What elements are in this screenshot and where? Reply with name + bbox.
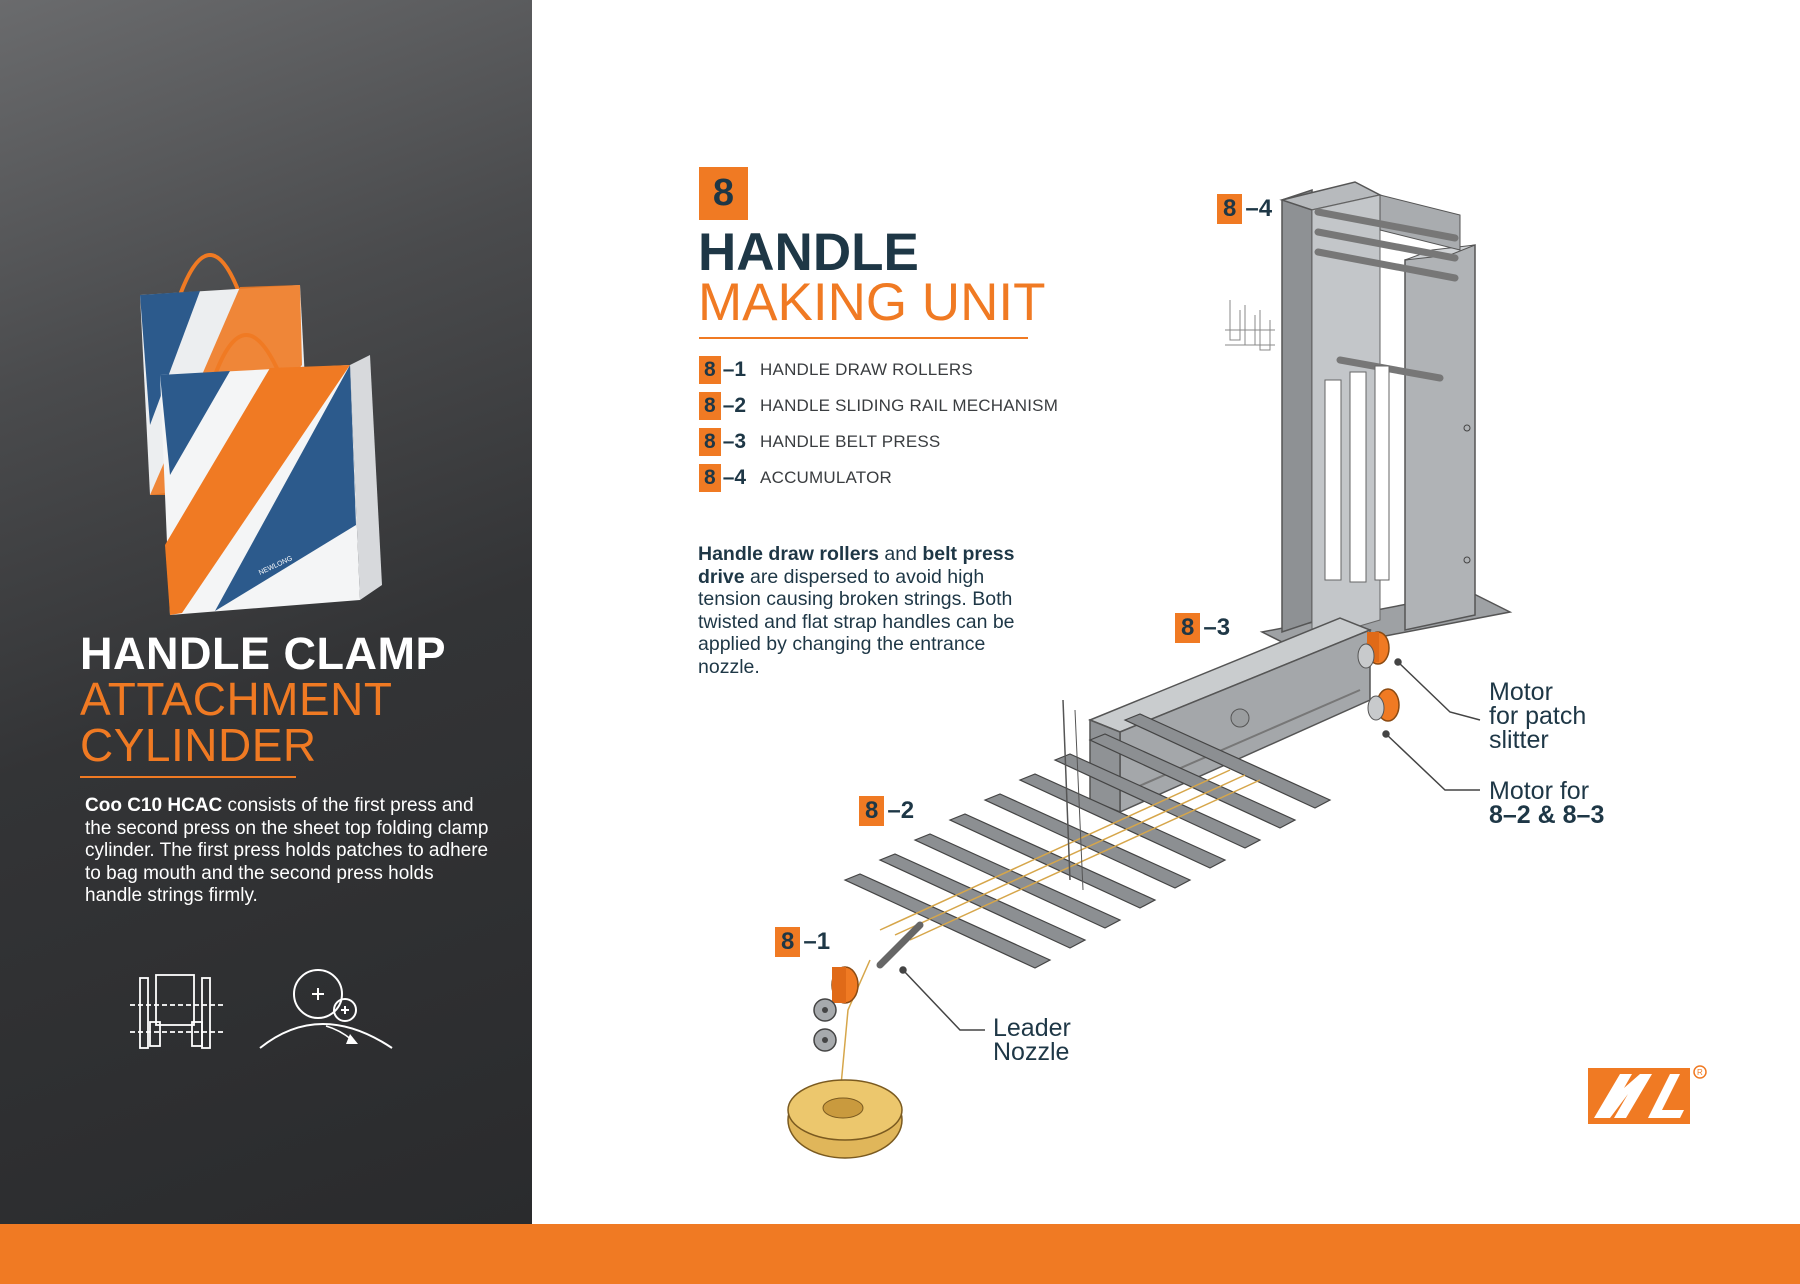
desc-bold-1: Handle draw rollers: [698, 543, 879, 565]
footer-bar: [0, 1224, 1800, 1284]
handle-strings: [834, 769, 1261, 1151]
callout-8-4: 8–4: [1217, 194, 1272, 224]
desc-bold-2: belt press drive: [698, 543, 1015, 588]
shopping-bag-illustration: NEWLONG: [140, 253, 382, 615]
callout-sub: –3: [1203, 614, 1231, 641]
callout-8-3: 8–3: [1175, 613, 1230, 643]
motor-icon: [1357, 631, 1390, 669]
annot-line: for patch: [1489, 702, 1587, 730]
part-code-sub: –4: [722, 466, 747, 489]
list-item: 8–4 ACCUMULATOR: [699, 460, 1058, 496]
callout-num: 8: [1175, 613, 1201, 643]
motor-icon: [1367, 688, 1400, 722]
callout-num: 8: [859, 796, 885, 826]
part-label: HANDLE BELT PRESS: [760, 432, 941, 451]
part-label: HANDLE SLIDING RAIL MECHANISM: [760, 396, 1059, 415]
part-code-num: 8: [699, 392, 721, 420]
callout-num: 8: [775, 927, 801, 957]
leader-lines: [899, 658, 1481, 1031]
section-title-line2: MAKING UNIT: [698, 273, 1046, 332]
press-roller-icon: [259, 969, 393, 1049]
annotation-motor-for: Motor for 8–2 & 8–3: [1489, 777, 1605, 829]
part-code-num: 8: [699, 356, 721, 384]
left-panel: [0, 0, 532, 1224]
callout-sub: –2: [887, 797, 915, 824]
left-title-line1: HANDLE CLAMP: [80, 628, 446, 679]
svg-text:R: R: [1697, 1068, 1703, 1077]
annot-line: slitter: [1489, 726, 1549, 754]
clamp-cylinder-icon: [130, 974, 226, 1049]
section-title: HANDLE MAKING UNIT: [698, 223, 1046, 332]
part-label: ACCUMULATOR: [760, 468, 892, 487]
part-code-sub: –1: [722, 358, 747, 381]
section-divider: [699, 337, 1028, 339]
part-code-num: 8: [699, 428, 721, 456]
section-title-line1: HANDLE: [698, 223, 919, 282]
brand-logo: R: [1588, 1065, 1707, 1124]
part-code: 8–2: [699, 392, 746, 420]
left-desc-text: consists of the first press and the seco…: [85, 795, 489, 906]
list-item: 8–1 HANDLE DRAW ROLLERS: [699, 352, 1058, 388]
callout-num: 8: [1217, 194, 1243, 224]
list-item: 8–2 HANDLE SLIDING RAIL MECHANISM: [699, 388, 1058, 424]
cylinder-icons: [130, 969, 393, 1049]
draw-rollers-illustration: [787, 921, 924, 1159]
left-title-line2: ATTACHMENT: [80, 673, 393, 725]
annotation-leader-nozzle: Leader Nozzle: [993, 1014, 1071, 1066]
parts-list: 8–1 HANDLE DRAW ROLLERS 8–2 HANDLE SLIDI…: [699, 352, 1058, 496]
annot-line: Motor for: [1489, 777, 1590, 805]
part-code-sub: –2: [722, 394, 747, 417]
part-code: 8–4: [699, 464, 746, 492]
annot-codes: 8–2 & 8–3: [1489, 801, 1605, 829]
annot-line: Nozzle: [993, 1038, 1070, 1066]
desc-text-2: are dispersed to avoid high tension caus…: [698, 565, 1015, 678]
left-desc-bold: Coo C10 HCAC: [85, 795, 223, 816]
left-title: HANDLE CLAMP ATTACHMENT CYLINDER: [80, 628, 446, 771]
part-code: 8–1: [699, 356, 746, 384]
accumulator-illustration: [1225, 181, 1513, 653]
callout-8-1: 8–1: [775, 927, 830, 957]
section-description: Handle draw rollers and belt press drive…: [698, 543, 1038, 678]
annot-line: Leader: [993, 1014, 1071, 1042]
sliding-rail-illustration: [843, 713, 1332, 969]
section-number-badge: 8: [699, 167, 748, 220]
left-divider: [80, 776, 296, 778]
part-label: HANDLE DRAW ROLLERS: [760, 360, 973, 379]
left-title-line3: CYLINDER: [80, 719, 317, 771]
annotation-motor-patch-slitter: Motor for patch slitter: [1489, 678, 1587, 754]
callout-sub: –4: [1245, 195, 1273, 222]
annot-line: Motor: [1489, 678, 1553, 706]
part-code-sub: –3: [722, 430, 747, 453]
desc-text-1: and: [878, 543, 923, 565]
left-description: Coo C10 HCAC consists of the first press…: [85, 795, 490, 908]
handle-making-unit-diagram: [787, 181, 1513, 1159]
callout-8-2: 8–2: [859, 796, 914, 826]
callout-sub: –1: [803, 928, 831, 955]
part-code-num: 8: [699, 464, 721, 492]
part-code: 8–3: [699, 428, 746, 456]
belt-press-illustration: [1087, 617, 1400, 814]
list-item: 8–3 HANDLE BELT PRESS: [699, 424, 1058, 460]
